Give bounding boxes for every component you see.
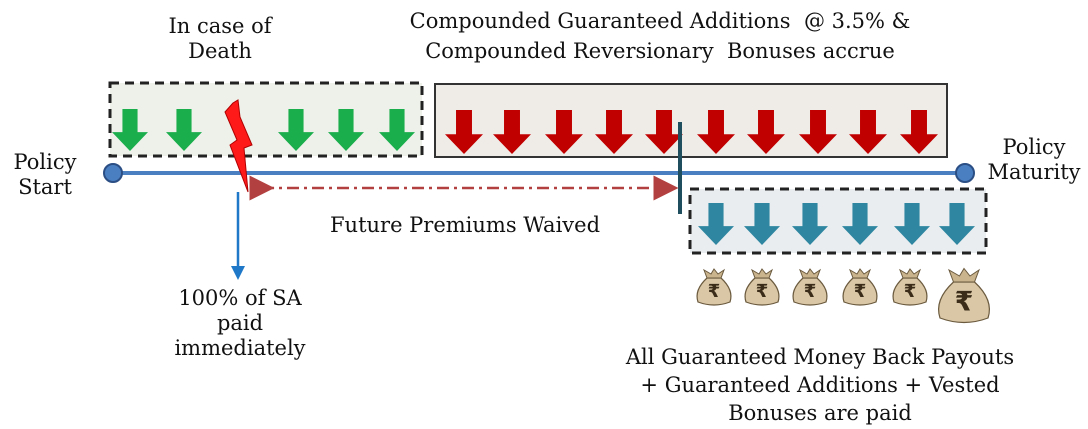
rupee-money-bag-icon: ₹ — [744, 268, 780, 306]
policy-maturity-label: Policy Maturity — [980, 135, 1088, 185]
sa-paid-line1: 100% of SA — [178, 286, 302, 310]
green-down-arrow-icon — [166, 109, 202, 151]
red-down-arrow-icon — [595, 110, 633, 154]
rupee-money-bag-icon: ₹ — [842, 268, 878, 306]
sa-paid-line2: paid — [216, 311, 264, 335]
svg-text:₹: ₹ — [756, 281, 769, 302]
policy-maturity-dot — [955, 163, 975, 183]
teal-arrows — [698, 203, 975, 245]
rupee-money-bag-icon: ₹ — [792, 268, 828, 306]
teal-down-arrow-icon — [792, 203, 828, 245]
policy-start-line2: Start — [18, 175, 72, 199]
sa-paid-line3: immediately — [174, 336, 306, 360]
red-down-arrow-icon — [747, 110, 785, 154]
red-down-arrow-icon — [445, 110, 483, 154]
svg-text:₹: ₹ — [955, 287, 974, 318]
red-down-arrow-icon — [799, 110, 837, 154]
policy-start-line1: Policy — [13, 150, 77, 174]
green-arrows — [112, 109, 415, 151]
death-label-line2: Death — [188, 39, 252, 63]
svg-text:₹: ₹ — [904, 281, 917, 302]
green-down-arrow-icon — [112, 109, 148, 151]
payout-description: All Guaranteed Money Back Payouts + Guar… — [560, 343, 1080, 427]
accrual-title-line2: Compounded Reversionary Bonuses accrue — [425, 39, 895, 63]
accrual-title: Compounded Guaranteed Additions @ 3.5% &… — [340, 6, 980, 66]
money-bags: ₹ ₹ ₹ ₹ ₹ ₹ — [696, 267, 991, 324]
green-down-arrow-icon — [278, 109, 314, 151]
teal-down-arrow-icon — [939, 203, 975, 245]
red-down-arrow-icon — [900, 110, 938, 154]
policy-maturity-line1: Policy — [1002, 135, 1066, 159]
red-down-arrow-icon — [697, 110, 735, 154]
accrual-title-line1: Compounded Guaranteed Additions @ 3.5% & — [409, 9, 911, 33]
svg-text:₹: ₹ — [804, 281, 817, 302]
teal-down-arrow-icon — [698, 203, 734, 245]
teal-down-arrow-icon — [894, 203, 930, 245]
sa-payout-arrowhead — [231, 266, 245, 280]
death-label: In case of Death — [150, 14, 290, 64]
payout-line2: + Guaranteed Additions + Vested — [640, 373, 1000, 397]
red-arrows — [445, 110, 938, 154]
lightning-bolt-icon — [224, 99, 253, 193]
red-down-arrow-icon — [645, 110, 683, 154]
policy-start-label: Policy Start — [0, 150, 90, 200]
payout-line1: All Guaranteed Money Back Payouts — [625, 345, 1015, 369]
payout-line3: Bonuses are paid — [728, 401, 912, 425]
red-down-arrow-icon — [849, 110, 887, 154]
rupee-money-bag-icon: ₹ — [696, 268, 732, 306]
policy-start-dot — [103, 163, 123, 183]
policy-maturity-line2: Maturity — [987, 160, 1081, 184]
rupee-money-bag-icon: ₹ — [892, 268, 928, 306]
death-premium-box — [108, 81, 424, 158]
teal-down-arrow-icon — [842, 203, 878, 245]
sa-paid-label: 100% of SA paid immediately — [150, 286, 330, 361]
svg-text:₹: ₹ — [708, 281, 721, 302]
payout-box — [688, 187, 988, 255]
death-label-line1: In case of — [168, 14, 272, 38]
red-down-arrow-icon — [493, 110, 531, 154]
teal-down-arrow-icon — [744, 203, 780, 245]
green-down-arrow-icon — [379, 109, 415, 151]
red-down-arrow-icon — [545, 110, 583, 154]
svg-text:₹: ₹ — [854, 281, 867, 302]
rupee-money-bag-icon: ₹ — [937, 267, 991, 324]
premiums-waived-label: Future Premiums Waived — [329, 213, 601, 237]
green-down-arrow-icon — [328, 109, 364, 151]
